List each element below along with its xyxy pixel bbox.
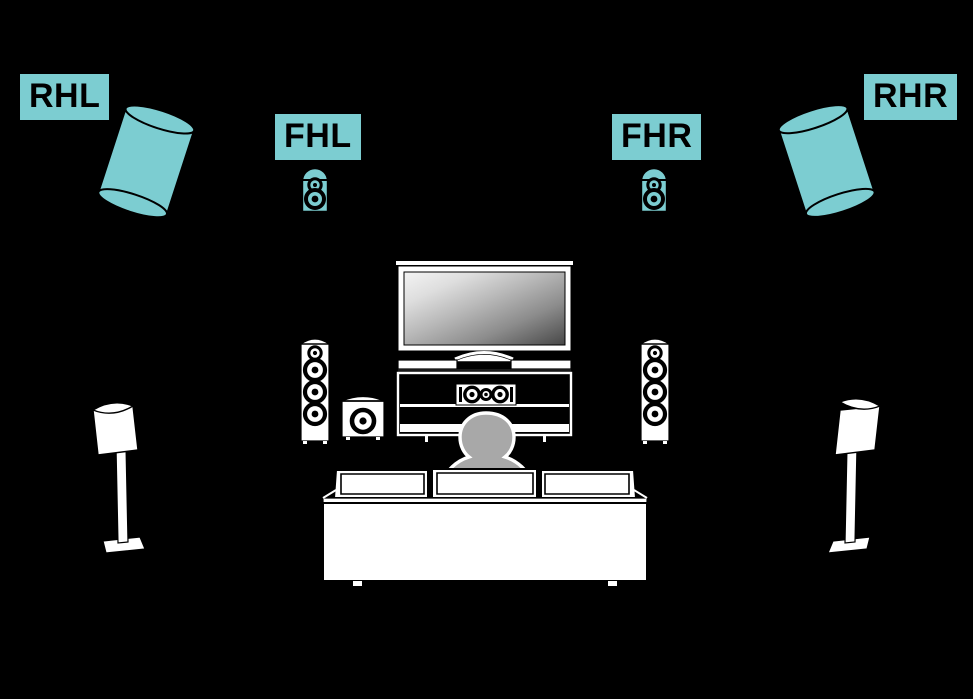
speaker-fhr[interactable] bbox=[639, 166, 669, 215]
label-front-height-left: FHL bbox=[273, 112, 363, 162]
speaker-rhr[interactable] bbox=[776, 100, 877, 223]
label-front-height-right: FHR bbox=[610, 112, 704, 162]
speaker-fhl[interactable] bbox=[300, 166, 330, 215]
speaker-surround-left[interactable] bbox=[91, 402, 146, 554]
speaker-front-right-tower[interactable] bbox=[640, 338, 670, 444]
speaker-front-left-tower[interactable] bbox=[300, 338, 330, 444]
sofa bbox=[322, 468, 648, 586]
speaker-surround-right[interactable] bbox=[827, 398, 882, 554]
label-rear-height-right: RHR bbox=[862, 72, 960, 122]
speaker-center-channel[interactable] bbox=[455, 383, 517, 406]
sofa-back-cushions bbox=[332, 468, 638, 499]
speaker-subwoofer[interactable] bbox=[341, 395, 385, 441]
speaker-rhl[interactable] bbox=[96, 100, 197, 223]
label-rear-height-left: RHL bbox=[18, 72, 112, 122]
television bbox=[396, 261, 573, 363]
